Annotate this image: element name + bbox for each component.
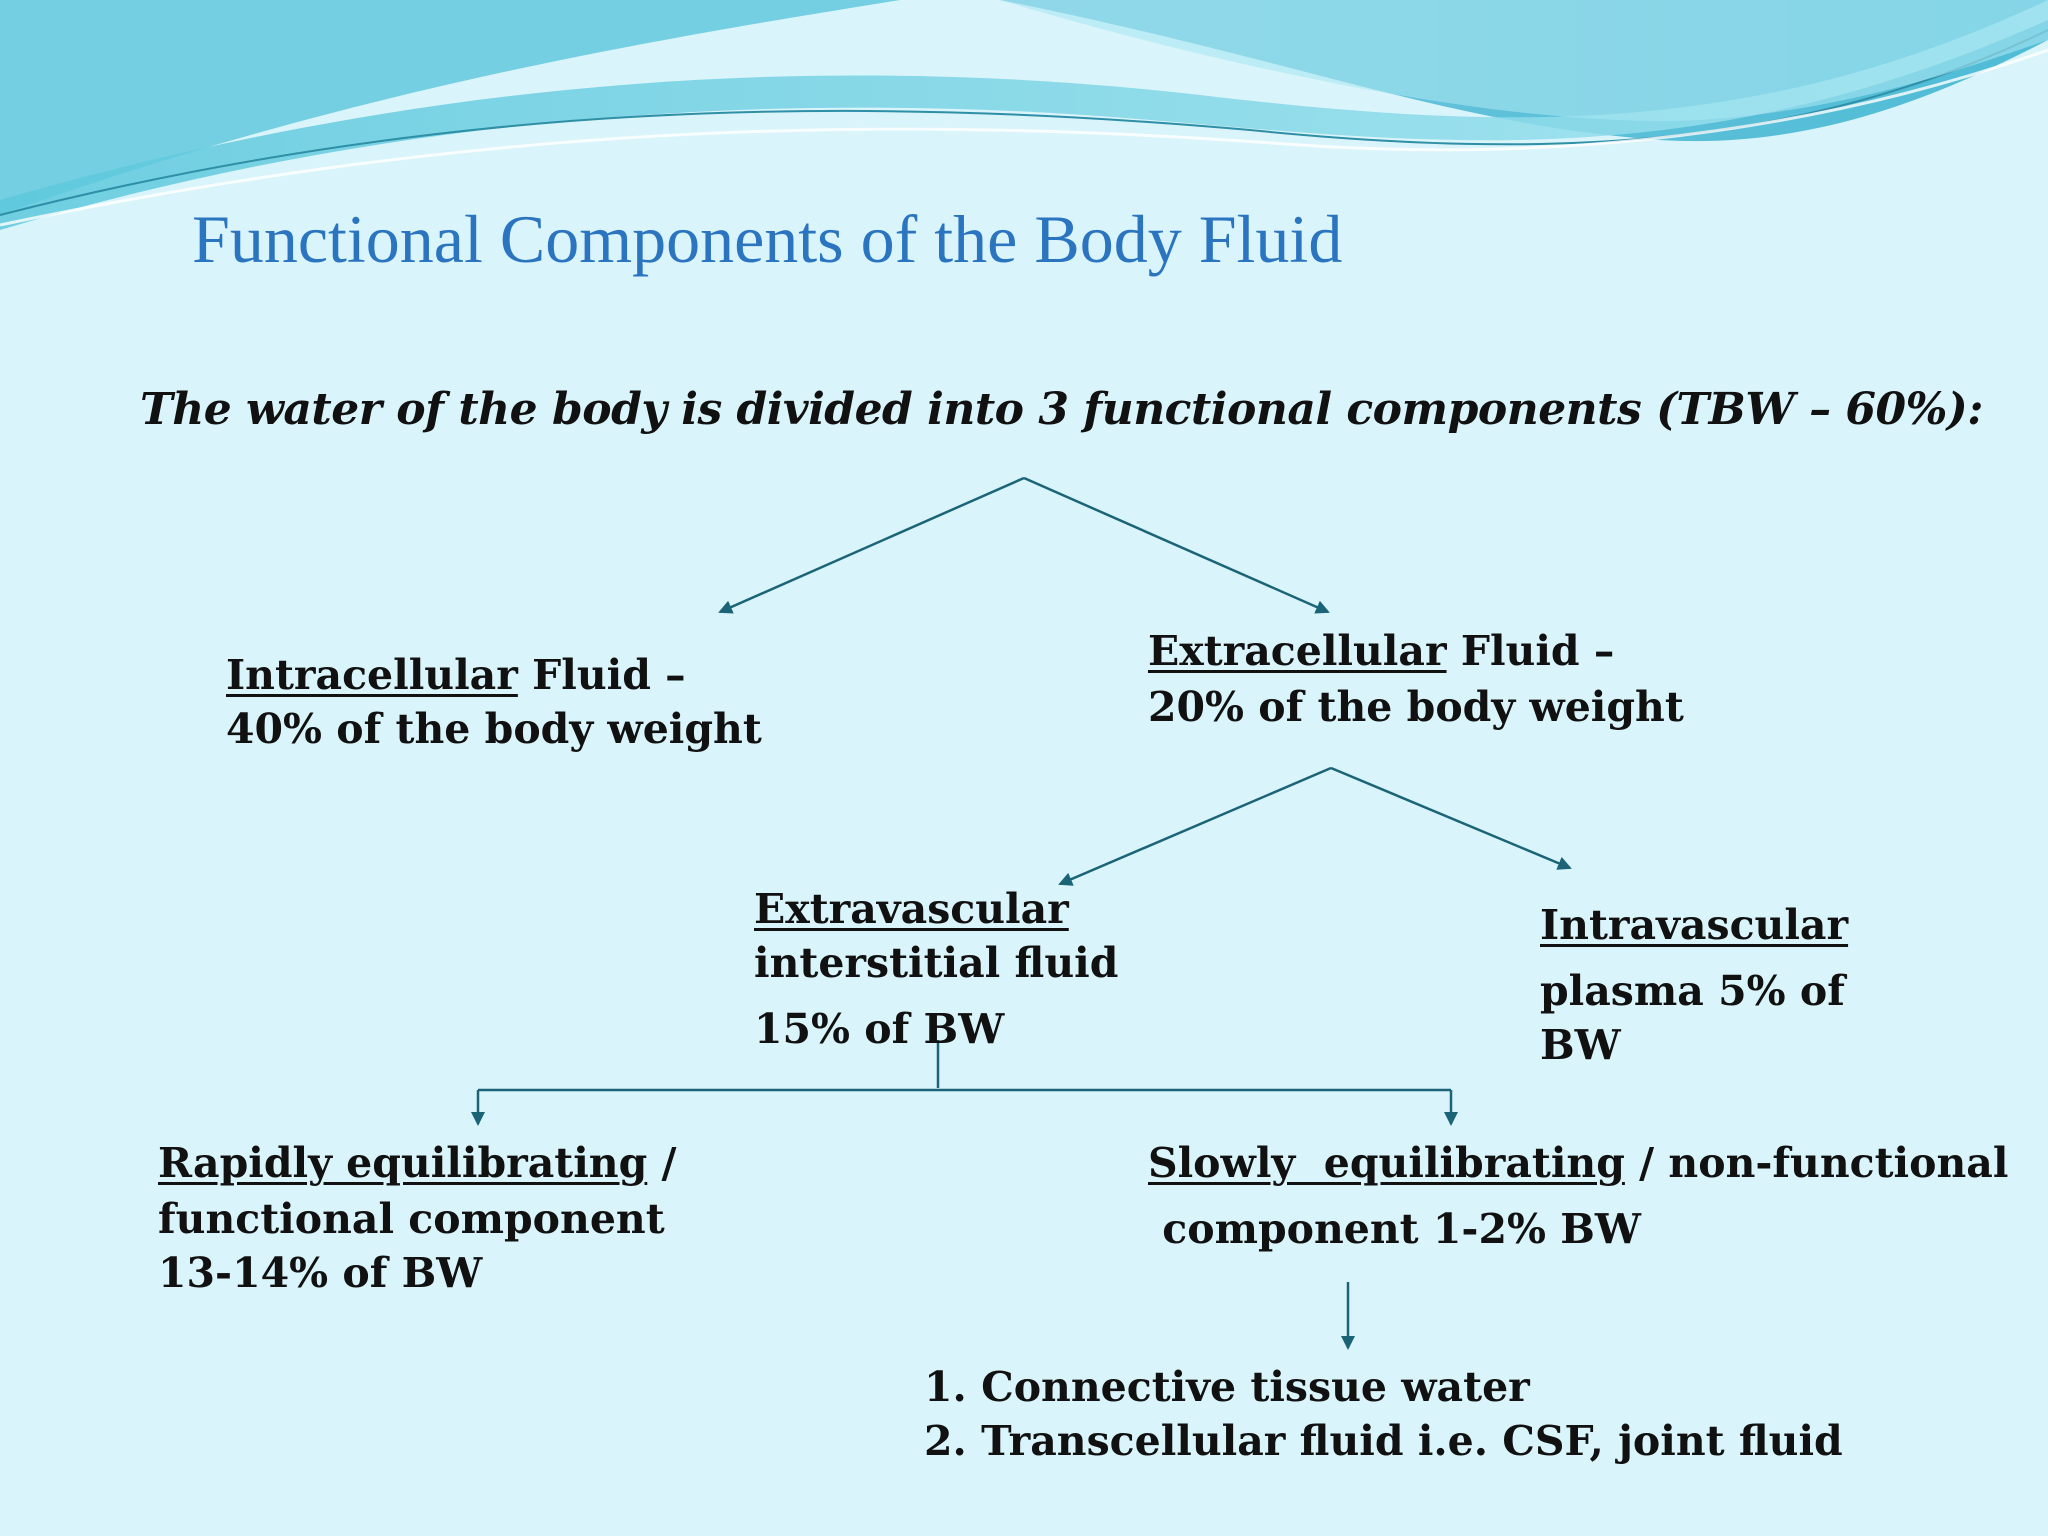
rapid-line-3: 13-14% of BW xyxy=(158,1249,483,1297)
extravascular-line-3: 15% of BW xyxy=(754,1005,1005,1053)
icf-rest: Fluid – xyxy=(517,651,686,699)
slide-subtitle: The water of the body is divided into 3 … xyxy=(140,384,1984,435)
slow-line-1: Slowly equilibrating / non-functional xyxy=(1148,1136,2008,1190)
ecf-name: Extracellular xyxy=(1148,627,1447,675)
arrow-ecf-to-extravascular xyxy=(1058,766,1332,886)
icf-line-1: Intracellular Fluid – xyxy=(226,648,686,702)
ecf-line-1: Extracellular Fluid – xyxy=(1148,624,1614,678)
list-item-2: 2. Transcellular fluid i.e. CSF, joint f… xyxy=(924,1417,1843,1465)
intravascular-line-2: plasma 5% of xyxy=(1540,967,1845,1015)
ecf-rest: Fluid – xyxy=(1446,627,1615,675)
slow-line-2: component 1-2% BW xyxy=(1148,1205,1641,1253)
slow-rest: / non-functional xyxy=(1624,1139,2009,1187)
icf-line-2: 40% of the body weight xyxy=(226,705,762,753)
intravascular-name: Intravascular xyxy=(1540,901,1849,949)
icf-name: Intracellular xyxy=(226,651,518,699)
wave-highlight xyxy=(1000,0,2048,121)
arrow-ecf-to-intravascular xyxy=(1330,766,1572,870)
arrow-tbw-to-icf xyxy=(718,476,1025,614)
list-item-1: 1. Connective tissue water xyxy=(924,1363,1530,1411)
extravascular-line-2: interstitial fluid xyxy=(754,939,1119,987)
slide-title: Functional Components of the Body Fluid xyxy=(192,201,1343,277)
arrow-tbw-to-ecf xyxy=(1023,476,1330,614)
rapid-rest: / xyxy=(647,1139,677,1187)
rapid-line-1: Rapidly equilibrating / xyxy=(158,1136,677,1190)
rapid-line-2: functional component xyxy=(158,1195,665,1243)
rapid-name: Rapidly equilibrating xyxy=(158,1139,648,1187)
wave-line-2 xyxy=(0,48,2048,227)
intravascular-line-3: BW xyxy=(1540,1021,1621,1069)
slow-name: Slowly equilibrating xyxy=(1148,1139,1625,1187)
top-wave-left xyxy=(0,0,900,215)
ecf-line-2: 20% of the body weight xyxy=(1148,683,1684,731)
extravascular-name: Extravascular xyxy=(754,885,1069,933)
